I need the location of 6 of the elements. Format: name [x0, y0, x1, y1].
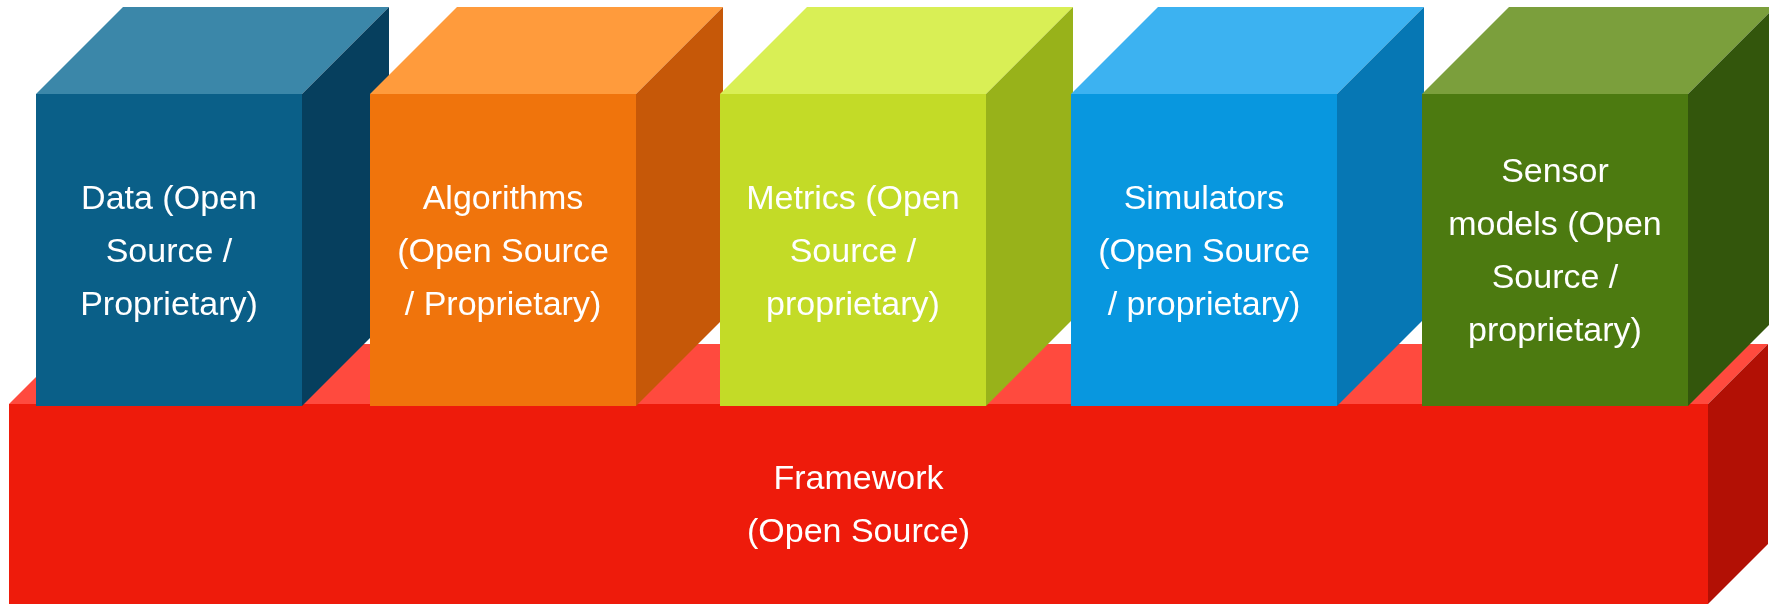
block-label: Data (Open Source / Proprietary)	[79, 176, 259, 324]
block-label: Sensor models (Open Source / proprietary)	[1447, 150, 1663, 350]
block-label: Framework (Open Source)	[746, 457, 971, 551]
block-label: Simulators (Open Source / proprietary)	[1097, 176, 1311, 324]
block-label: Algorithms (Open Source / Proprietary)	[396, 176, 610, 324]
block-label: Metrics (Open Source / proprietary)	[745, 176, 961, 324]
